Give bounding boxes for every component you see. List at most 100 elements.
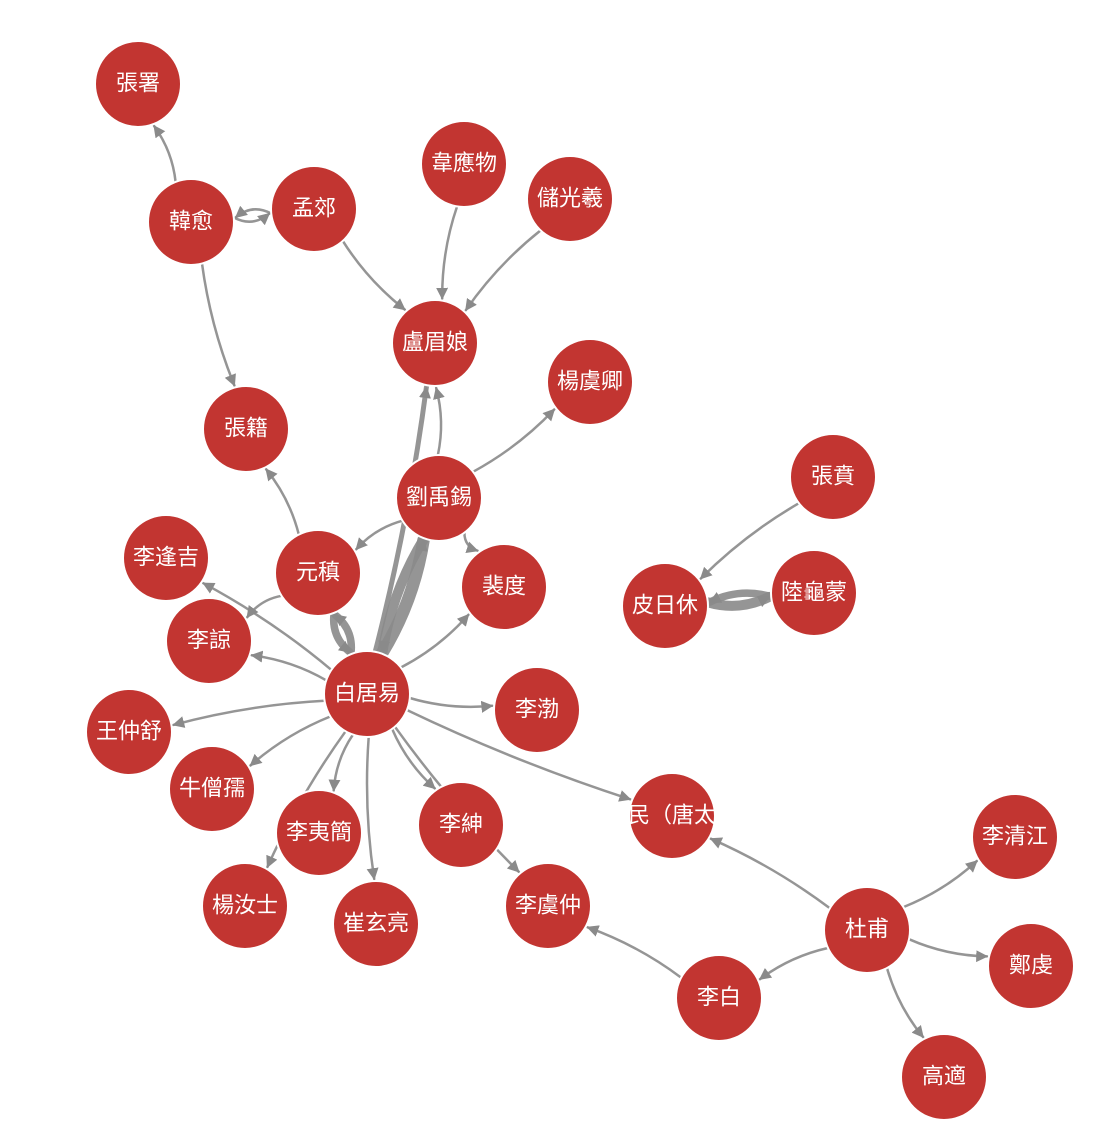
node-label: 李夷簡 — [286, 821, 352, 846]
edge-hanyu-to-zhangshu — [152, 124, 177, 184]
node-zhangben[interactable]: 張賁 — [789, 433, 877, 521]
node-chuguangxi[interactable]: 儲光羲 — [526, 155, 614, 243]
node-circle[interactable] — [275, 789, 363, 877]
node-circle[interactable] — [621, 562, 709, 650]
node-label: 牛僧孺 — [179, 777, 245, 802]
node-liuyuxi[interactable]: 劉禹錫 — [395, 454, 483, 542]
node-yuanzhen[interactable]: 元稹 — [274, 529, 362, 617]
node-yangyuqing[interactable]: 楊虞卿 — [546, 338, 634, 426]
node-circle[interactable] — [201, 862, 289, 950]
node-circle[interactable] — [900, 1033, 988, 1121]
node-cuixuanliang[interactable]: 崔玄亮 — [332, 880, 420, 968]
node-weiyingwu[interactable]: 韋應物 — [420, 120, 508, 208]
node-circle[interactable] — [770, 549, 858, 637]
node-circle[interactable] — [270, 165, 358, 253]
node-circle[interactable] — [420, 120, 508, 208]
edge-baijuyi-to-niusengru — [249, 715, 332, 767]
edge-yuanzhen-to-zhangji — [264, 467, 301, 536]
node-label: 高適 — [922, 1065, 966, 1090]
edge-liuyuxi-to-peidu — [463, 531, 479, 554]
node-niusengru[interactable]: 牛僧孺 — [168, 745, 256, 833]
edge-dufu-to-liqingjiang — [902, 859, 979, 909]
node-circle[interactable] — [628, 772, 716, 860]
node-label: 陸龜蒙 — [781, 581, 847, 606]
edge-mengjiao-to-lumeiniang — [341, 239, 407, 311]
node-circle[interactable] — [987, 922, 1075, 1010]
node-circle[interactable] — [122, 514, 210, 602]
node-circle[interactable] — [274, 529, 362, 617]
node-label: 王仲舒 — [96, 720, 162, 745]
edge-dufu-to-gaoshi — [885, 966, 925, 1039]
node-circle[interactable] — [789, 433, 877, 521]
node-circle[interactable] — [971, 793, 1059, 881]
node-circle[interactable] — [323, 650, 411, 738]
node-hanyu[interactable]: 韓愈 — [147, 178, 235, 266]
node-circle[interactable] — [546, 338, 634, 426]
node-libo[interactable]: 李渤 — [493, 666, 581, 754]
node-circle[interactable] — [823, 886, 911, 974]
node-label: 韓愈 — [169, 210, 213, 235]
node-label: 李白 — [697, 986, 741, 1011]
edge-baijuyi-to-cuixuanliang — [365, 735, 379, 881]
edge-chuguangxi-to-lumeiniang — [464, 229, 542, 312]
node-circle[interactable] — [460, 543, 548, 631]
node-liyijian[interactable]: 李夷簡 — [275, 789, 363, 877]
node-lifengji[interactable]: 李逢吉 — [122, 514, 210, 602]
node-label: 杜甫 — [845, 918, 889, 943]
node-luguimeng[interactable]: 陸龜蒙 — [770, 549, 858, 637]
node-circle[interactable] — [85, 688, 173, 776]
edge-baijuyi-to-wangzhongshu — [172, 699, 326, 728]
node-liyuzhong[interactable]: 李虞仲 — [504, 862, 592, 950]
node-tangtaizong[interactable]: 民（唐太 — [628, 772, 716, 860]
node-circle[interactable] — [202, 385, 290, 473]
node-circle[interactable] — [526, 155, 614, 243]
node-peidu[interactable]: 裴度 — [460, 543, 548, 631]
edge-weiyingwu-to-lumeiniang — [436, 205, 459, 300]
node-wangzhongshu[interactable]: 王仲舒 — [85, 688, 173, 776]
node-label: 張署 — [116, 72, 160, 97]
node-mengjiao[interactable]: 孟郊 — [270, 165, 358, 253]
edge-dufu-to-libai — [758, 946, 830, 981]
edge-liuyuxi-to-baijuyi — [377, 533, 430, 657]
node-label: 孟郊 — [292, 197, 336, 222]
edge-baijuyi-to-lifengji — [202, 581, 333, 672]
node-label: 李虞仲 — [515, 894, 581, 919]
node-liliang[interactable]: 李諒 — [165, 597, 253, 685]
node-circle[interactable] — [165, 597, 253, 685]
node-label: 楊虞卿 — [557, 370, 623, 395]
node-lishen[interactable]: 李紳 — [417, 781, 505, 869]
node-label: 張賁 — [811, 465, 855, 490]
node-baijuyi[interactable]: 白居易 — [323, 650, 411, 738]
node-label: 韋應物 — [431, 151, 497, 177]
node-yangrushi[interactable]: 楊汝士 — [201, 862, 289, 950]
node-circle[interactable] — [391, 299, 479, 387]
node-label: 張籍 — [224, 417, 268, 442]
node-label: 裴度 — [482, 575, 526, 600]
node-circle[interactable] — [504, 862, 592, 950]
node-label: 楊汝士 — [212, 894, 278, 919]
edge-liuyuxi-to-yangyuqing — [471, 408, 556, 474]
node-lumeiniang[interactable]: 盧眉娘 — [391, 299, 479, 387]
node-zhengqian[interactable]: 鄭虔 — [987, 922, 1075, 1010]
node-circle[interactable] — [675, 954, 763, 1042]
node-pirixiu[interactable]: 皮日休 — [621, 562, 709, 650]
node-gaoshi[interactable]: 高適 — [900, 1033, 988, 1121]
node-liqingjiang[interactable]: 李清江 — [971, 793, 1059, 881]
node-label: 李紳 — [439, 813, 483, 838]
node-circle[interactable] — [417, 781, 505, 869]
node-label: 元稹 — [296, 561, 340, 586]
node-circle[interactable] — [332, 880, 420, 968]
node-circle[interactable] — [147, 178, 235, 266]
node-label: 皮日休 — [632, 594, 698, 619]
node-zhangji[interactable]: 張籍 — [202, 385, 290, 473]
edge-baijuyi-to-libo — [408, 696, 494, 713]
node-dufu[interactable]: 杜甫 — [823, 886, 911, 974]
edge-libai-to-liyuzhong — [586, 925, 683, 979]
node-zhangshu[interactable]: 張署 — [94, 40, 182, 128]
node-circle[interactable] — [94, 40, 182, 128]
node-circle[interactable] — [395, 454, 483, 542]
node-circle[interactable] — [493, 666, 581, 754]
node-libai[interactable]: 李白 — [675, 954, 763, 1042]
node-circle[interactable] — [168, 745, 256, 833]
